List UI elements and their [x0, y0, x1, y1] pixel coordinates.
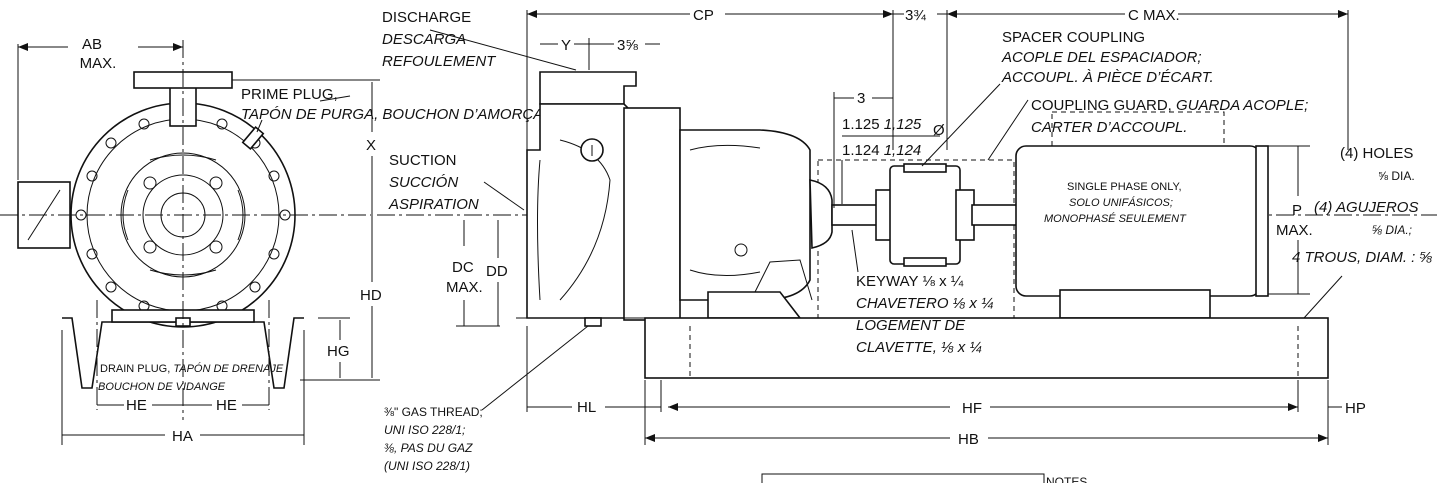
gas-label-fr-uni: (UNI ISO 228/1)	[384, 459, 470, 473]
single-phase-en: SINGLE PHASE ONLY,	[1067, 181, 1182, 193]
single-phase-es: SOLO UNIFÁSICOS;	[1069, 196, 1173, 209]
shaft-dim-max-eu: 1,125	[884, 116, 922, 133]
suction-label-fr: ASPIRATION	[388, 196, 479, 213]
label-hp: HP	[1345, 400, 1366, 417]
holes-dia-es: ⅝ DIA.;	[1372, 223, 1412, 237]
label-y: Y	[561, 37, 571, 54]
label-hl: HL	[577, 399, 596, 416]
keyway-en: KEYWAY ⅛ x ¼	[856, 273, 964, 290]
shaft-dim-max: 1.125	[842, 116, 884, 133]
suction-label-en: SUCTION	[389, 152, 457, 169]
discharge-label-fr: REFOULEMENT	[382, 53, 497, 70]
svg-text:1.124 1,124: 1.124 1,124	[842, 142, 921, 159]
notes-label: NOTES	[1046, 475, 1087, 483]
label-p-max: MAX.	[1276, 222, 1313, 239]
spacer-label-fr: ACCOUPL. À PIÈCE D’ÉCART.	[1001, 69, 1214, 86]
label-hf: HF	[962, 400, 982, 417]
svg-text:1.125 1,125: 1.125 1,125	[842, 116, 922, 133]
suction-label-es: SUCCIÓN	[389, 174, 458, 191]
label-c-max: C MAX.	[1128, 7, 1180, 24]
holes-en: (4) HOLES	[1340, 145, 1413, 162]
shaft-dim-min: 1.124	[842, 142, 884, 159]
drain-label-fr: BOUCHON DE VIDANGE	[98, 381, 226, 393]
guard-label-en: COUPLING GUARD,	[1031, 97, 1176, 114]
label-ab: AB	[82, 36, 102, 53]
prime-label-en: PRIME PLUG,	[241, 86, 338, 103]
label-hg: HG	[327, 343, 350, 360]
label-dc-max: MAX.	[446, 279, 483, 296]
label-3-3-4: 3¾	[905, 7, 926, 24]
drain-label-en: DRAIN PLUG,	[100, 363, 173, 375]
label-dd: DD	[486, 263, 508, 280]
label-he-right: HE	[216, 397, 237, 414]
side-view: CP 3¾ C MAX. Y 3⅝ DISCHARGE DESCARGA REF…	[382, 7, 1433, 483]
drain-label-es: TAPÓN DE DRENAJE	[173, 362, 283, 375]
label-ab-max: MAX.	[80, 55, 117, 72]
label-ha: HA	[172, 428, 193, 445]
label-3: 3	[857, 90, 865, 107]
baseplate	[644, 317, 1329, 379]
keyway-fr-2: CLAVETTE, ⅛ x ¼	[856, 339, 982, 356]
label-3-5-8: 3⅝	[617, 37, 638, 54]
label-dc: DC	[452, 259, 474, 276]
prime-label-es-fr: TAPÓN DE PURGA, BOUCHON D’AMORÇAGE	[241, 106, 566, 123]
single-phase-fr: MONOPHASÉ SEULEMENT	[1044, 212, 1187, 225]
svg-text:COUPLING GUARD, GUARDA ACOPLE;: COUPLING GUARD, GUARDA ACOPLE;	[1031, 97, 1308, 114]
holes-es: (4) AGUJEROS	[1314, 199, 1418, 216]
pump-casing	[526, 103, 641, 319]
label-hb: HB	[958, 431, 979, 448]
holes-dia-en: ⅝ DIA.	[1378, 169, 1415, 183]
shaft-dim-min-eu: 1,124	[884, 142, 922, 159]
label-hd: HD	[360, 287, 382, 304]
keyway-fr-1: LOGEMENT DE	[856, 317, 966, 334]
gas-label-en: ⅜" GAS THREAD;	[384, 405, 483, 419]
spacer-label-en: SPACER COUPLING	[1002, 29, 1145, 46]
discharge-label-es: DESCARGA	[382, 31, 466, 48]
guard-label-es: GUARDA ACOPLE;	[1176, 97, 1308, 114]
dia-symbol: Ø	[933, 122, 945, 139]
spacer-coupling	[889, 165, 961, 265]
svg-text:DRAIN PLUG, TAPÓN DE DRENAJE: DRAIN PLUG, TAPÓN DE DRENAJE	[100, 362, 284, 375]
holes-fr: 4 TROUS, DIAM. : ⅝	[1292, 249, 1433, 266]
label-he-left: HE	[126, 397, 147, 414]
label-x: X	[366, 137, 376, 154]
label-cp: CP	[693, 7, 714, 24]
spacer-label-es: ACOPLE DEL ESPACIADOR;	[1001, 49, 1202, 66]
label-p: P	[1292, 202, 1302, 219]
discharge-label-en: DISCHARGE	[382, 9, 471, 26]
keyway-es: CHAVETERO ⅛ x ¼	[856, 295, 994, 312]
gas-label-fr: ⅜, PAS DU GAZ	[384, 441, 473, 455]
guard-label-fr: CARTER D’ACCOUPL.	[1031, 119, 1187, 136]
gas-label-uni: UNI ISO 228/1;	[384, 423, 465, 437]
end-view: AB MAX. X HD HG HE HE HA DRAIN PLUG, TAP…	[0, 36, 1437, 445]
